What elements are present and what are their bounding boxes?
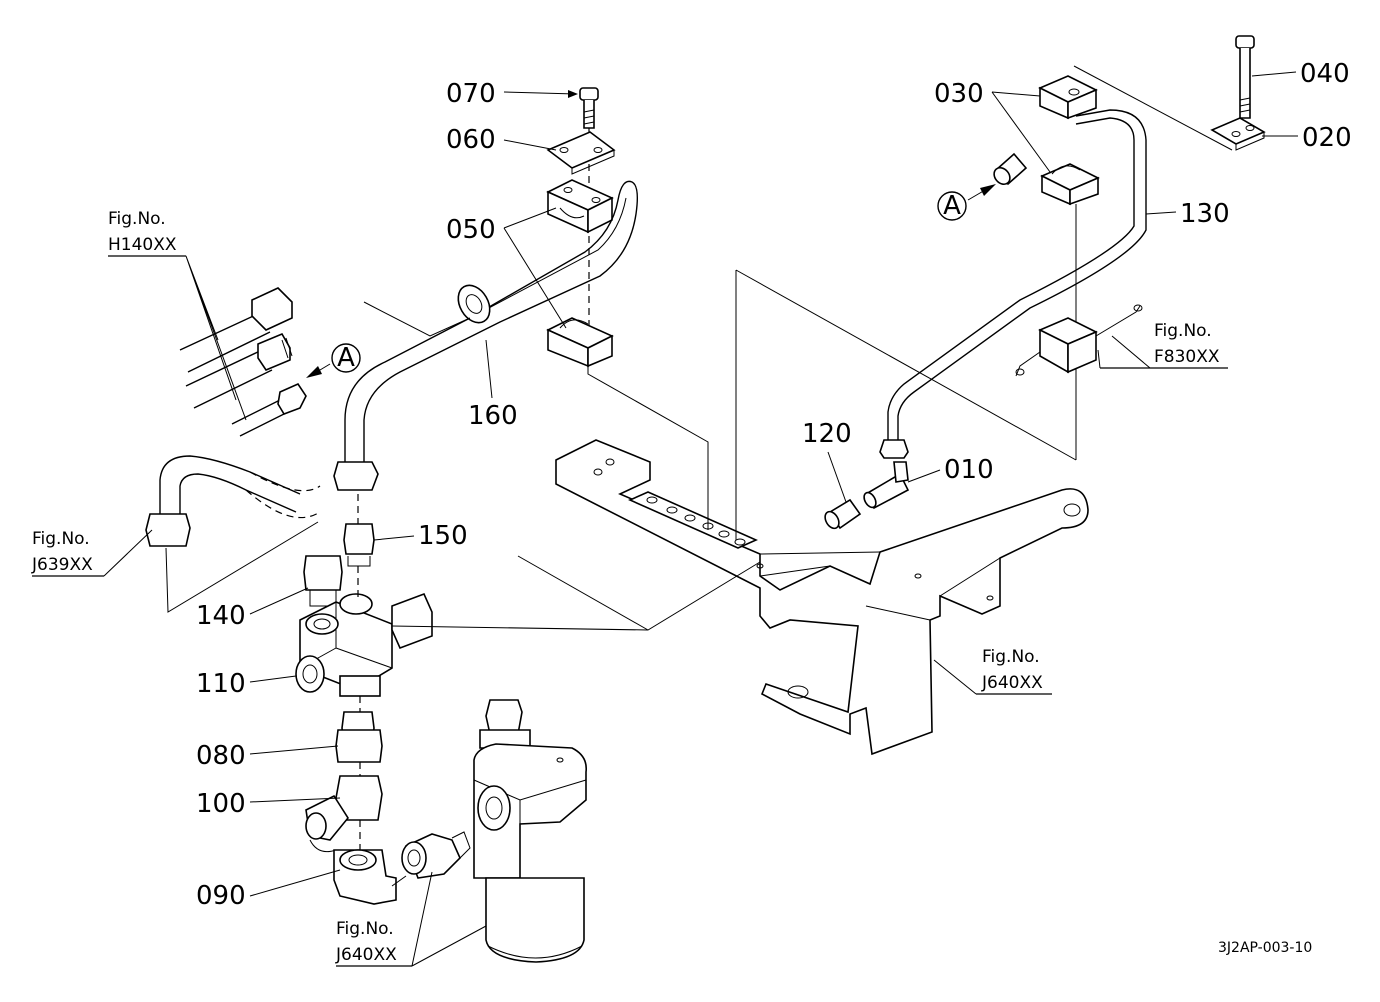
pipe-end-fitting-right	[993, 152, 1028, 186]
assembly-line-valve	[391, 555, 761, 631]
callout-010: 010	[907, 455, 994, 485]
callout-070-label: 070	[446, 79, 496, 109]
callout-130: 130	[1145, 199, 1230, 229]
figure-ref-j640-right: Fig.No. J640XX	[933, 647, 1052, 695]
figure-ref-title: Fig.No.	[108, 209, 166, 229]
support-frame	[555, 439, 1089, 756]
hose-j639	[145, 455, 321, 547]
callout-020: 020	[1262, 123, 1352, 153]
clamp-050-upper	[546, 179, 614, 234]
callout-110: 110	[196, 669, 297, 699]
plate-020	[1210, 117, 1266, 151]
figure-ref-j639: Fig.No. J639XX	[31, 529, 153, 577]
terminal-block	[628, 491, 758, 549]
figure-ref-title: Fig.No.	[1154, 321, 1212, 341]
callout-130-label: 130	[1180, 199, 1230, 229]
callout-080: 080	[196, 741, 339, 771]
connection-marker-a-right: A	[937, 184, 996, 221]
assembly-line-h140	[363, 301, 471, 337]
marker-label: A	[337, 343, 355, 373]
nipple-140	[303, 555, 343, 607]
assembly-line-090	[391, 875, 407, 887]
callout-050-label: 050	[446, 215, 496, 245]
figure-ref-code: J640XX	[981, 673, 1043, 693]
callout-030-label: 030	[934, 79, 984, 109]
callout-160: 160	[468, 339, 518, 431]
callout-120-label: 120	[802, 419, 852, 449]
figure-ref-h140: Fig.No. H140XX	[108, 209, 247, 421]
plate-060	[546, 131, 616, 175]
filter-housing	[473, 699, 588, 963]
callout-090: 090	[196, 869, 341, 911]
adapter-j640	[401, 831, 471, 879]
nipple-150	[343, 523, 375, 567]
figure-ref-code: J639XX	[31, 555, 93, 575]
callout-120: 120	[802, 419, 852, 503]
callout-080-label: 080	[196, 741, 246, 771]
nipple-120	[824, 498, 862, 530]
figure-ref-code: H140XX	[108, 235, 177, 255]
hoses-h140	[179, 287, 307, 437]
callout-010-label: 010	[944, 455, 994, 485]
callout-060: 060	[446, 125, 557, 155]
assembly-line-130	[735, 269, 1077, 540]
figure-ref-j640-bottom: Fig.No. J640XX	[335, 871, 487, 967]
clamp-030-lower	[1040, 163, 1100, 206]
callout-090-label: 090	[196, 881, 246, 911]
marker-label: A	[943, 191, 961, 221]
callout-020-label: 020	[1302, 123, 1352, 153]
figure-ref-title: Fig.No.	[982, 647, 1040, 667]
figure-ref-code: J640XX	[335, 945, 397, 965]
clamp-f830	[1015, 304, 1143, 377]
figure-ref-title: Fig.No.	[336, 919, 394, 939]
callout-040: 040	[1251, 59, 1350, 89]
callout-050: 050	[446, 207, 567, 329]
callout-150-label: 150	[418, 521, 468, 551]
drawing-code: 3J2AP-003-10	[1218, 940, 1312, 956]
callout-110-label: 110	[196, 669, 246, 699]
figure-ref-title: Fig.No.	[32, 529, 90, 549]
callout-100: 100	[196, 789, 341, 819]
assembly-line-j639	[165, 521, 319, 613]
callout-100-label: 100	[196, 789, 246, 819]
connection-marker-a-left: A	[306, 343, 361, 378]
bolt-070	[579, 87, 599, 129]
figure-ref-f830: Fig.No. F830XX	[1097, 321, 1228, 369]
pipe-130	[879, 109, 1147, 459]
callout-060-label: 060	[446, 125, 496, 155]
clamp-030-upper	[1038, 75, 1098, 120]
bolt-040	[1235, 35, 1255, 119]
clamp-050-lower	[546, 317, 614, 368]
pipe-160	[333, 180, 639, 491]
callout-140: 140	[196, 587, 309, 631]
nipple-080	[335, 711, 383, 763]
elbow-090	[333, 849, 397, 905]
callout-030: 030	[934, 79, 1051, 173]
assembly-line-040	[1073, 65, 1233, 151]
assembly-line-050	[587, 360, 709, 530]
callout-040-label: 040	[1300, 59, 1350, 89]
callout-140-label: 140	[196, 601, 246, 631]
fitting-100	[305, 775, 383, 853]
valve-110	[295, 592, 433, 697]
callout-150: 150	[373, 521, 468, 551]
figure-ref-code: F830XX	[1154, 347, 1220, 367]
elbow-010	[863, 461, 910, 510]
callout-160-label: 160	[468, 401, 518, 431]
callout-070: 070	[446, 79, 578, 109]
